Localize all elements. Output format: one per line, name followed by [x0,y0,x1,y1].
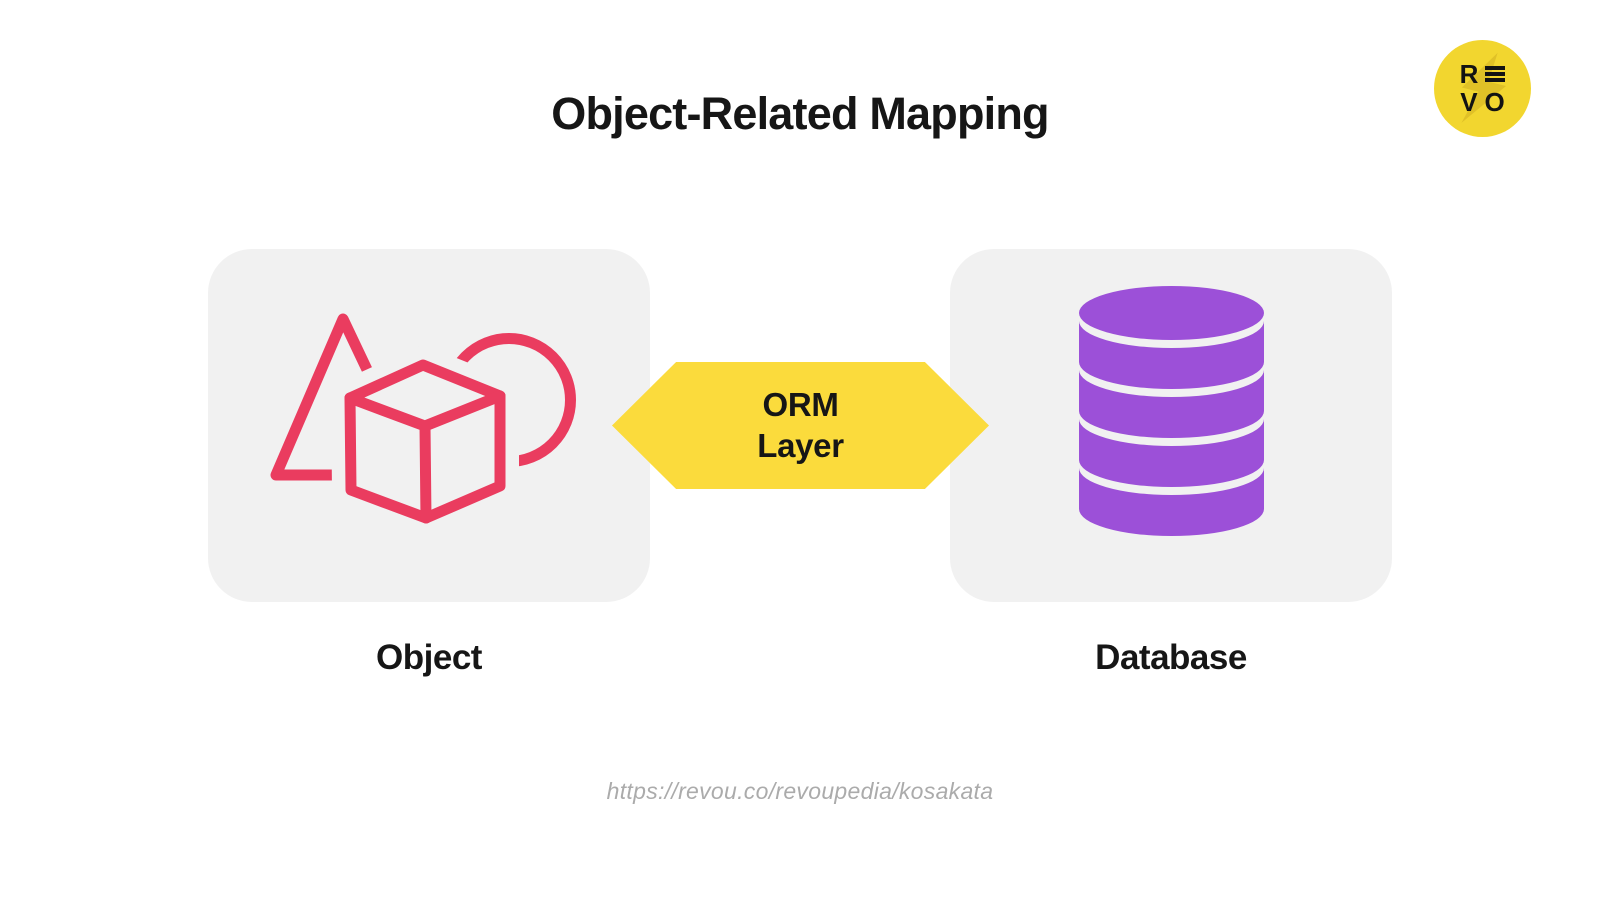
logo-letter-v: V [1460,87,1478,117]
orm-layer-line2: Layer [757,426,844,464]
logo-letter-e-bars-icon [1485,66,1506,83]
database-label: Database [1095,638,1247,677]
logo-letters: R V O [1459,58,1506,117]
object-label: Object [376,638,482,677]
orm-layer-badge: ORM Layer [612,362,989,489]
object-shapes-icon [270,313,576,528]
logo-letter-r: R [1459,58,1479,89]
object-card [208,249,650,602]
orm-layer-line1: ORM [762,386,839,424]
footer-url: https://revou.co/revoupedia/kosakata [606,778,994,804]
cube-inner-edges [344,390,506,524]
logo-letter-o: O [1484,87,1505,117]
database-card [950,249,1392,602]
database-icon [1079,286,1264,536]
lightning-bolt-icon [1461,52,1507,123]
revo-logo: R V O [1434,40,1531,137]
page-title: Object-Related Mapping [551,88,1049,139]
